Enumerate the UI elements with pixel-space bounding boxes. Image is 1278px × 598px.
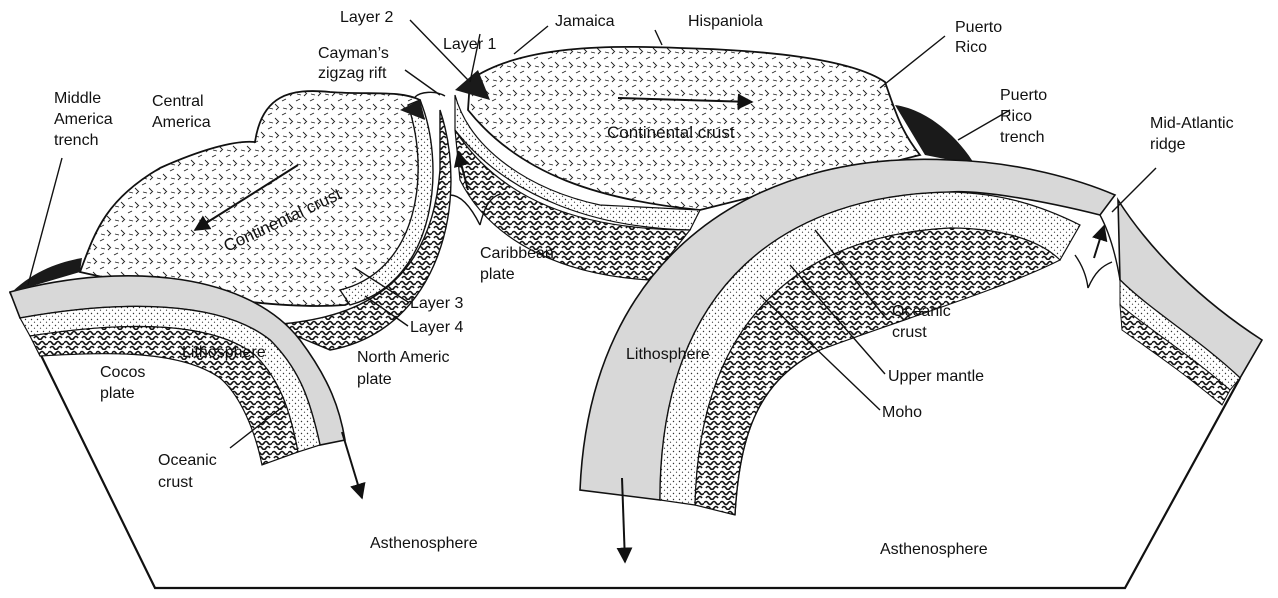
- label-jamaica: Jamaica: [555, 13, 615, 30]
- label-cayman-rift: Cayman’s zigzag rift: [318, 45, 393, 82]
- label-oceanic-crust-west: Oceanic crust: [158, 452, 221, 491]
- label-asthenosphere-west: Asthenosphere: [370, 535, 478, 552]
- label-caribbean-plate: Caribbean plate: [480, 245, 558, 283]
- arrow-west-subduction: [342, 432, 362, 498]
- label-moho: Moho: [882, 404, 922, 421]
- label-lithosphere-east: Lithosphere: [626, 346, 710, 363]
- label-north-american-plate: North Americ plate: [357, 349, 454, 388]
- label-cocos-plate: Cocos plate: [100, 364, 150, 402]
- label-middle-america-trench: Middle America trench: [54, 90, 117, 149]
- label-puerto-rico: Puerto Rico: [955, 19, 1007, 56]
- label-layer4: Layer 4: [410, 319, 463, 336]
- label-layer3: Layer 3: [410, 295, 463, 312]
- label-layer1: Layer 1: [443, 36, 496, 53]
- arrow-ridge-up: [1094, 226, 1104, 258]
- label-upper-mantle: Upper mantle: [888, 368, 984, 385]
- label-layer2: Layer 2: [340, 9, 393, 26]
- arrow-ridge-split: [1075, 255, 1112, 288]
- label-mid-atlantic-ridge: Mid-Atlantic ridge: [1150, 115, 1238, 153]
- label-lithosphere-west: Lithosphere: [182, 344, 266, 361]
- label-oceanic-crust-east: Oceanic crust: [892, 303, 955, 341]
- label-puerto-rico-trench: Puerto Rico trench: [1000, 87, 1052, 146]
- label-central-america: Central America: [152, 93, 211, 131]
- label-continental-crust-east: Continental crust: [607, 123, 735, 142]
- label-asthenosphere-east: Asthenosphere: [880, 541, 988, 558]
- label-hispaniola: Hispaniola: [688, 13, 763, 30]
